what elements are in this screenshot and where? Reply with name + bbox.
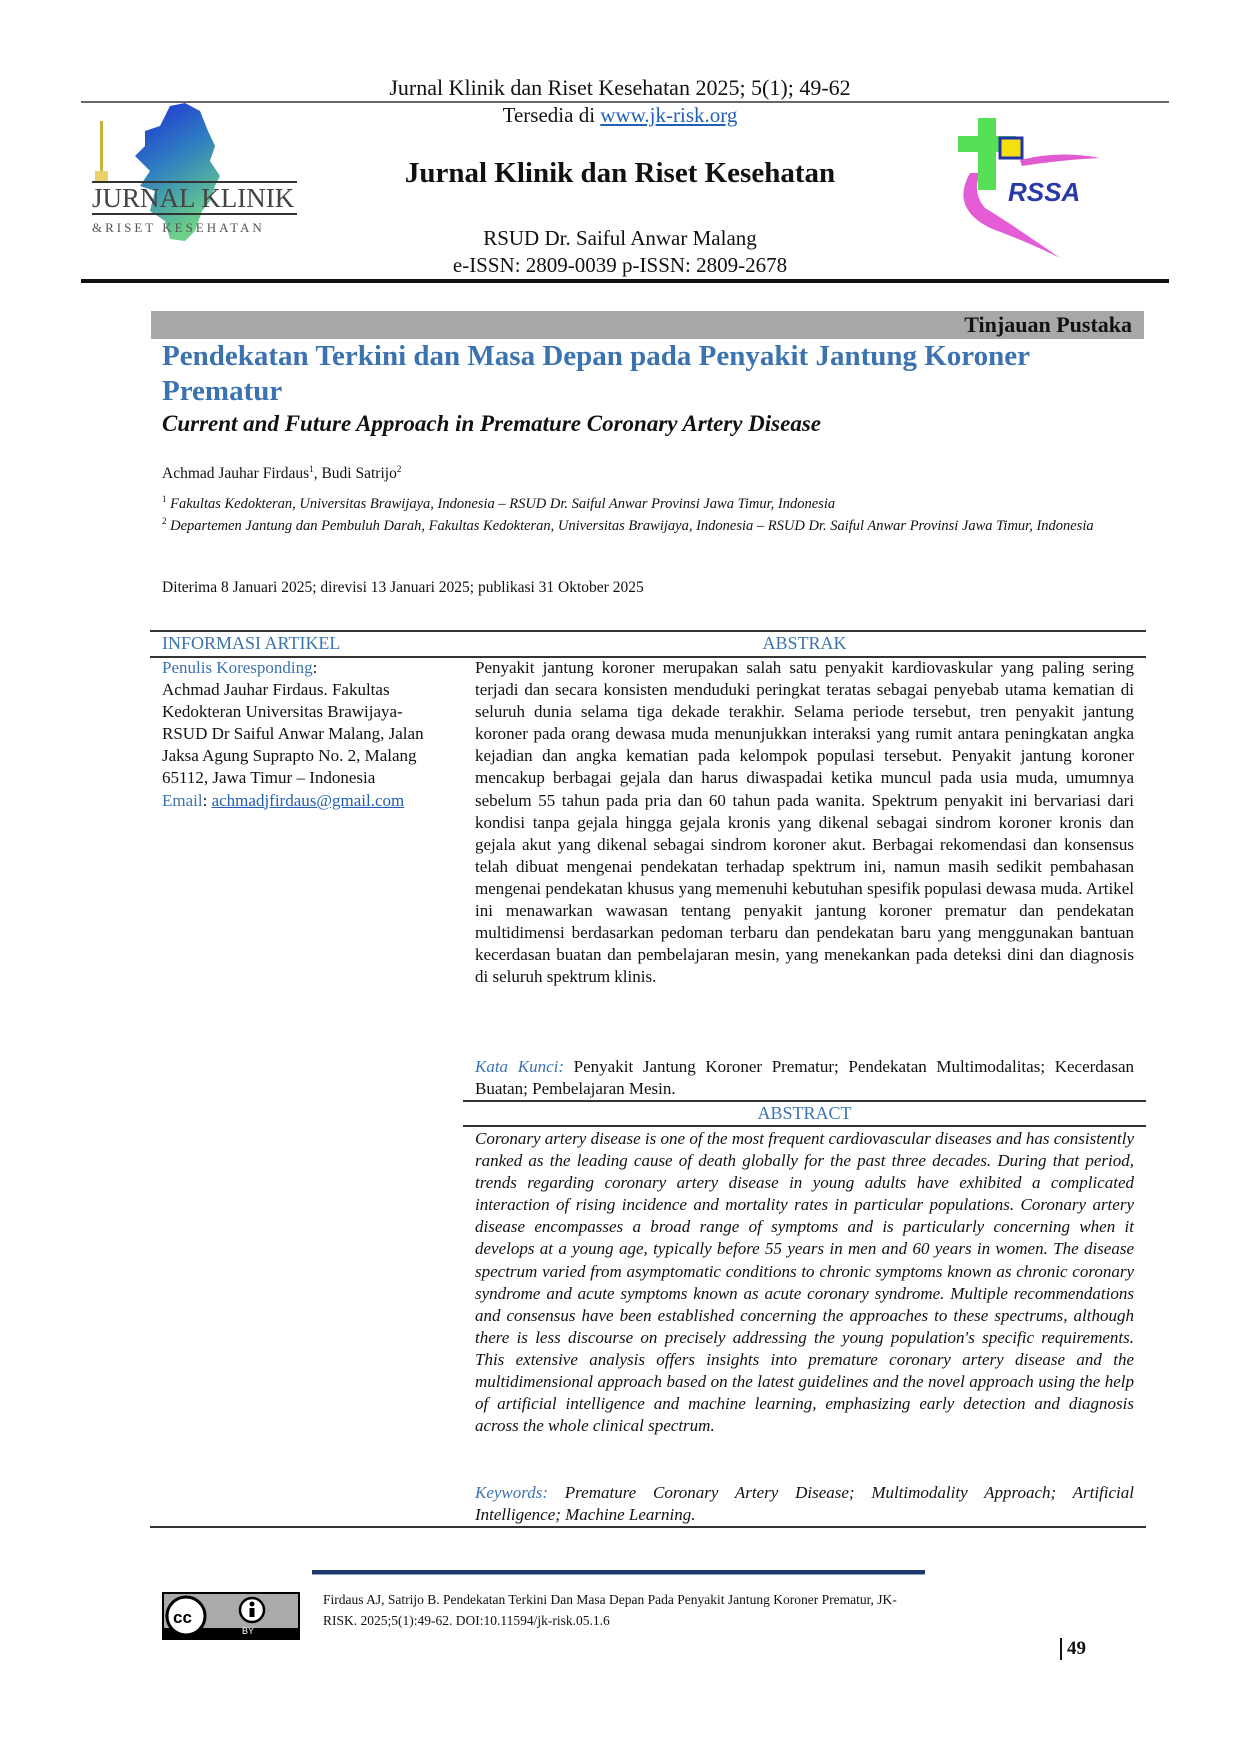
abstrak-text: Penyakit jantung koroner merupakan salah… <box>475 658 1134 987</box>
authors: Achmad Jauhar Firdaus1, Budi Satrijo2 <box>162 464 401 483</box>
section-rule <box>463 1125 1146 1127</box>
author-name: Budi Satrijo <box>321 465 397 483</box>
affiliation-sup: 2 <box>162 516 167 526</box>
colon: : <box>202 790 208 810</box>
keywords-label: Kata Kunci: <box>475 1057 564 1076</box>
article-type-band: Tinjauan Pustaka <box>151 311 1144 339</box>
article-type: Tinjauan Pustaka <box>964 312 1132 337</box>
section-rule <box>150 630 1146 632</box>
keywords-label: Keywords: <box>475 1483 549 1502</box>
article-info-heading: INFORMASI ARTIKEL <box>162 633 341 653</box>
svg-text:RSSA: RSSA <box>1008 177 1080 207</box>
corresponding-label: Penulis Koresponding <box>162 658 313 677</box>
creative-commons-icon: cc <box>164 1594 298 1638</box>
svg-text:JURNAL KLINIK: JURNAL KLINIK <box>92 183 295 213</box>
cc-by-license-badge[interactable]: cc BY <box>162 1592 300 1640</box>
page-number: 49 <box>1060 1638 1086 1660</box>
colon: : <box>312 658 318 677</box>
email-label: Email <box>162 790 203 810</box>
email-link[interactable]: achmadjfirdaus@gmail.com <box>211 790 405 810</box>
header-bottom-rule <box>81 279 1169 283</box>
section-rule <box>463 1100 1146 1102</box>
article-subtitle: Current and Future Approach in Premature… <box>162 411 822 436</box>
section-rule <box>150 1526 1146 1528</box>
footer-rule <box>312 1570 925 1575</box>
keywords-text: Penyakit Jantung Koroner Prematur; Pende… <box>475 1057 1134 1099</box>
abstract-text: Coronary artery disease is one of the mo… <box>475 1129 1134 1436</box>
affiliation-sup: 1 <box>162 494 167 504</box>
svg-text:&RISET KESEHATAN: &RISET KESEHATAN <box>92 220 265 235</box>
journal-website-link[interactable]: www.jk-risk.org <box>600 103 738 127</box>
author-separator: , <box>313 465 322 483</box>
abstract-keywords: Keywords: Premature Coronary Artery Dise… <box>475 1482 1134 1526</box>
map-logo-icon: JURNAL KLINIK &RISET KESEHATAN <box>92 103 297 241</box>
footer-citation: Firdaus AJ, Satrijo B. Pendekatan Terkin… <box>323 1592 897 1628</box>
affiliation-text: Departemen Jantung dan Pembuluh Darah, F… <box>170 517 1094 534</box>
license-badge-label: BY <box>242 1626 255 1636</box>
svg-text:cc: cc <box>173 1608 192 1627</box>
affiliation-text: Fakultas Kedokteran, Universitas Brawija… <box>170 495 836 512</box>
corresponding-author-block: Penulis Koresponding: Achmad Jauhar Fird… <box>162 657 447 812</box>
abstrak-heading: ABSTRAK <box>762 633 847 653</box>
journal-title: Jurnal Klinik dan Riset Kesehatan <box>404 157 836 189</box>
rssa-logo-icon: RSSA <box>958 118 1100 258</box>
keywords-text: Premature Coronary Artery Disease; Multi… <box>475 1483 1134 1525</box>
author-sup: 2 <box>396 464 402 474</box>
abstract-heading: ABSTRACT <box>757 1103 852 1123</box>
affiliation-1: 1 Fakultas Kedokteran, Universitas Brawi… <box>162 488 1142 515</box>
header-top-rule <box>81 101 1169 103</box>
journal-citation-line: Jurnal Klinik dan Riset Kesehatan 2025; … <box>389 75 851 100</box>
rssa-logo: RSSA <box>950 118 1110 258</box>
abstrak-keywords: Kata Kunci: Penyakit Jantung Koroner Pre… <box>475 1056 1134 1100</box>
article-title: Pendekatan Terkini dan Masa Depan pada P… <box>162 340 1030 407</box>
author-name: Achmad Jauhar Firdaus <box>162 465 310 483</box>
affiliation-2: 2 Departemen Jantung dan Pembuluh Darah,… <box>162 510 1142 537</box>
section-rule <box>150 656 1146 658</box>
article-dates: Diterima 8 Januari 2025; direvisi 13 Jan… <box>162 579 644 596</box>
availability-line: Tersedia di www.jk-risk.org <box>0 103 1240 128</box>
author-sup: 1 <box>309 464 314 474</box>
journal-logo: JURNAL KLINIK &RISET KESEHATAN <box>90 101 305 243</box>
availability-prefix: Tersedia di <box>502 103 601 127</box>
institution-name: RSUD Dr. Saiful Anwar Malang <box>483 226 757 250</box>
issn-line: e-ISSN: 2809-0039 p-ISSN: 2809-2678 <box>452 253 788 277</box>
corresponding-address: Achmad Jauhar Firdaus. Fakultas Kedokter… <box>162 680 424 788</box>
